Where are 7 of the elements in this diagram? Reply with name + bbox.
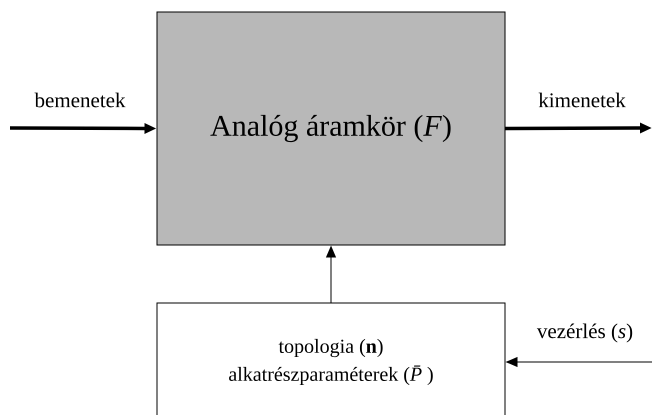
box-text: Analóg áramkör (F) [210, 114, 451, 142]
edge-label: bemenetek [34, 92, 126, 108]
process-box [156, 12, 506, 246]
box-text: topologia (n) alkatrészparaméterek (P̄) [229, 338, 433, 386]
parameter-box [156, 302, 506, 415]
edge-label: vezérlés (s) [536, 323, 632, 343]
edge-label: kimenetek [538, 92, 626, 108]
